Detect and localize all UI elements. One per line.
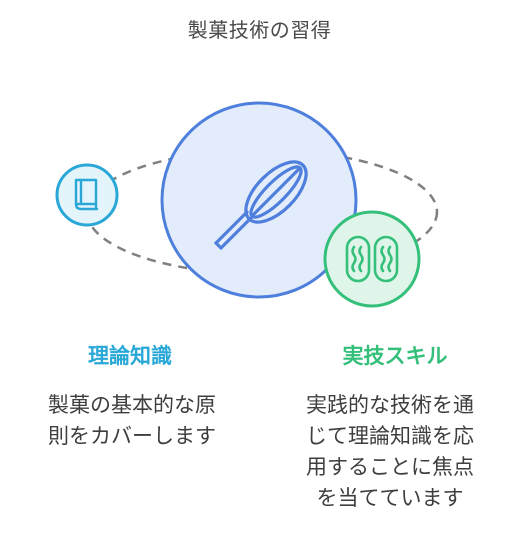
skill-description-line: じて理論知識を応 (306, 424, 474, 448)
knowledge-heading: 理論知識 (88, 344, 172, 368)
book-icon (74, 178, 99, 211)
knowledge-description: 製菓の基本的な原 則をカバーします (12, 390, 252, 452)
knowledge-node (55, 163, 119, 227)
skill-description-line: 実践的な技術を通 (306, 393, 474, 417)
skill-description-line: を当てています (316, 486, 464, 510)
diagram-title: 製菓技術の習得 (187, 18, 332, 42)
skill-node (323, 210, 421, 308)
whisk-icon (214, 160, 308, 250)
skill-heading: 実技スキル (342, 344, 448, 368)
knowledge-description-line: 則をカバーします (48, 424, 216, 448)
skill-description-line: 用することに焦点 (306, 455, 474, 479)
center-circle (160, 101, 358, 299)
hands-icon (345, 235, 399, 283)
knowledge-description-line: 製菓の基本的な原 (48, 393, 216, 417)
skill-description: 実践的な技術を通 じて理論知識を応 用することに焦点 を当てています (270, 390, 510, 514)
